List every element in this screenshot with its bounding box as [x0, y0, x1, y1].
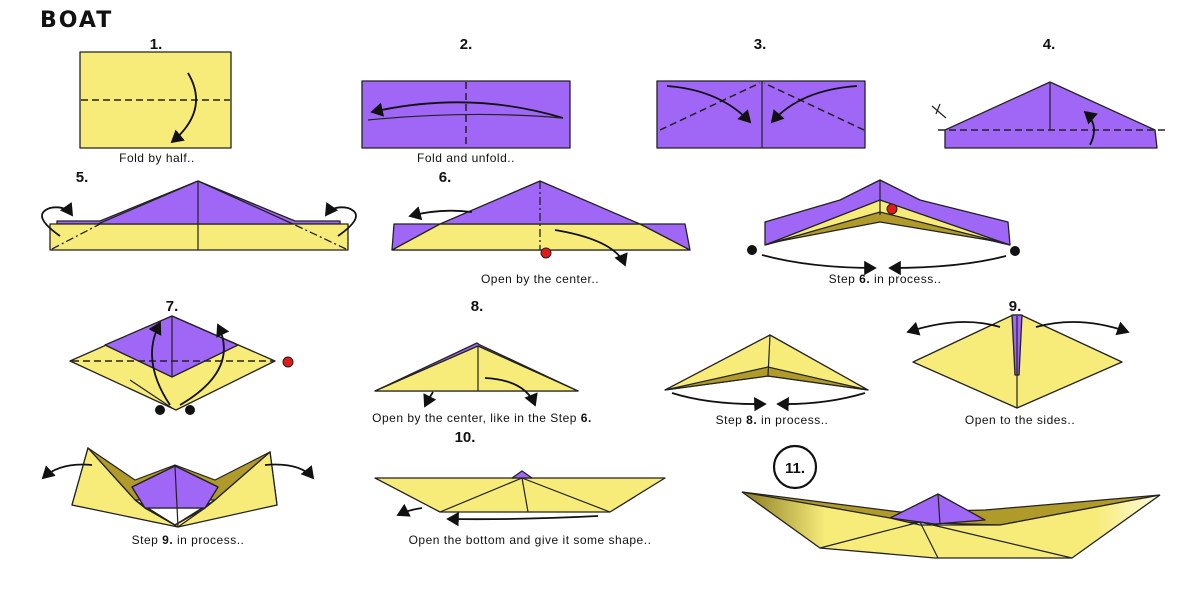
diagram-title: BOAT	[40, 8, 113, 33]
fold-arrow-icon	[170, 72, 197, 144]
step-7: 7.	[69, 298, 294, 415]
step-number: 2.	[460, 36, 473, 53]
fold-arrow-icon	[776, 392, 866, 412]
mountain-fold-arrow-icon	[324, 202, 357, 237]
step-number: 11.	[785, 460, 805, 477]
fold-arrow-icon	[370, 101, 564, 119]
step-number: 5.	[76, 169, 89, 186]
step-number: 10.	[455, 429, 476, 446]
paper-band	[49, 223, 349, 251]
step-caption: Open by the center, like in the Step 6.	[372, 411, 592, 425]
fold-arrow-icon	[1083, 110, 1098, 146]
step-10: 10. Open the bottom and give it some sha…	[374, 429, 666, 547]
paper-triangle	[944, 81, 1158, 149]
black-marker-dot	[747, 245, 757, 255]
fold-arrow-icon	[888, 255, 1007, 276]
fold-arrow-icon	[554, 229, 628, 267]
paper-rect	[361, 80, 571, 149]
step-caption: Fold and unfold..	[417, 151, 515, 165]
fold-arrow-icon	[666, 85, 752, 124]
fold-arrow-icon	[1035, 321, 1130, 336]
final-step-circle	[772, 444, 818, 490]
step-caption: Step 9. in process..	[132, 533, 245, 547]
paper-rect	[656, 80, 866, 149]
scissor-mark-icon	[931, 103, 947, 119]
step-5: 5.	[41, 169, 357, 251]
step-9-in-process: Step 9. in process..	[41, 446, 315, 547]
step-8: 8. Open by the center, like in the Step …	[372, 298, 592, 425]
step-caption: Fold by half..	[119, 151, 195, 165]
step-1: 1. Fold by half..	[79, 36, 232, 165]
black-marker-dot	[1010, 246, 1020, 256]
red-marker-dot	[282, 356, 294, 368]
fold-arrow-icon	[423, 391, 437, 408]
red-marker-dot	[540, 247, 552, 259]
step-number: 7.	[166, 298, 179, 315]
step-caption: Open by the center..	[481, 272, 599, 286]
red-marker-dot	[886, 203, 898, 215]
step-6-in-process: Step 6. in process..	[747, 179, 1020, 286]
fold-arrow-icon	[396, 503, 423, 517]
step-number: 4.	[1043, 36, 1056, 53]
fold-arrow-icon	[761, 254, 877, 276]
fold-arrow-icon	[408, 206, 473, 221]
step-number: 9.	[1009, 298, 1022, 315]
fold-arrow-icon	[446, 511, 599, 527]
step-2: 2. Fold and unfold..	[361, 36, 571, 165]
black-marker-dot	[155, 405, 165, 415]
fold-arrow-icon	[179, 323, 230, 406]
fold-arrow-icon	[41, 463, 93, 480]
fold-arrow-icon	[148, 321, 171, 406]
step-6: 6. Open by the center..	[391, 169, 691, 286]
step-11: 11.	[741, 444, 1161, 559]
step-caption: Step 6. in process..	[829, 272, 942, 286]
step-number: 3.	[754, 36, 767, 53]
step-3: 3.	[656, 36, 866, 149]
step-caption: Open to the sides..	[965, 413, 1075, 427]
step-number: 6.	[439, 169, 452, 186]
fold-arrow-icon	[264, 463, 315, 480]
step-caption: Open the bottom and give it some shape..	[409, 533, 652, 547]
step-number: 8.	[471, 298, 484, 315]
step-4: 4.	[931, 36, 1165, 149]
black-marker-dot	[185, 405, 195, 415]
fold-arrow-icon	[770, 85, 858, 124]
step-caption: Step 8. in process..	[716, 413, 829, 427]
fold-arrow-icon	[671, 392, 767, 412]
step-9: 9. Open to the sides..	[906, 298, 1130, 427]
fold-arrow-icon	[906, 321, 1001, 336]
mountain-fold-arrow-icon	[41, 202, 74, 237]
step-number: 1.	[150, 36, 163, 53]
step-8-in-process: Step 8. in process..	[664, 334, 869, 427]
fold-arrow-icon	[484, 377, 538, 407]
